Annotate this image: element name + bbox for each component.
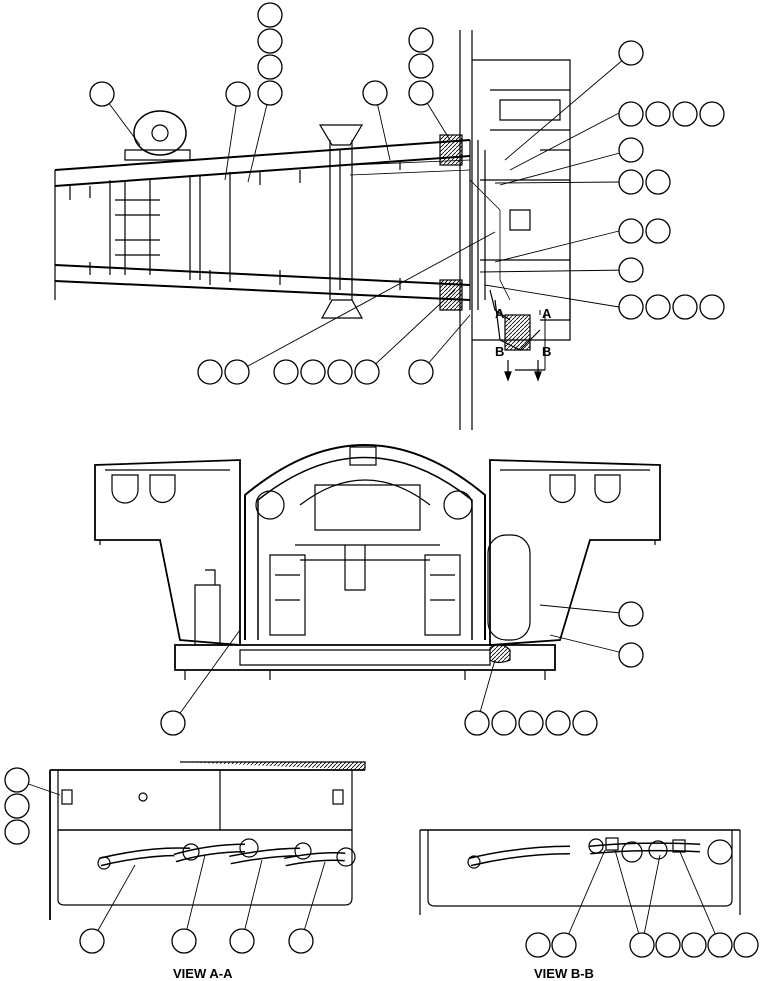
callout-balloon: [518, 710, 544, 736]
rear-view: [94, 444, 661, 680]
callout-balloon: [707, 932, 733, 958]
callout-balloon: [525, 932, 551, 958]
callout-balloon: [229, 928, 255, 954]
callout-balloon: [618, 137, 644, 163]
callout-balloon: [225, 81, 251, 107]
callout-balloon: [618, 169, 644, 195]
callout-balloon: [288, 928, 314, 954]
callout-balloon: [645, 101, 671, 127]
callout-balloon: [733, 932, 759, 958]
callout-balloon: [618, 101, 644, 127]
callout-balloon: [197, 359, 223, 385]
callout-balloons: [4, 2, 759, 958]
callout-balloon: [672, 101, 698, 127]
callout-balloon: [89, 81, 115, 107]
callout-balloon: [572, 710, 598, 736]
section-mark-b-right: B: [542, 344, 551, 359]
callout-balloon: [491, 710, 517, 736]
callout-balloon: [257, 2, 283, 28]
callout-balloon: [681, 932, 707, 958]
callout-balloon: [408, 27, 434, 53]
view-aa: [49, 761, 366, 920]
callout-balloon: [160, 710, 186, 736]
callout-balloon: [408, 80, 434, 106]
callout-balloon: [618, 218, 644, 244]
view-bb: [419, 829, 741, 915]
callout-balloon: [300, 359, 326, 385]
callout-balloon: [257, 28, 283, 54]
callout-balloon: [699, 101, 725, 127]
callout-balloon: [645, 294, 671, 320]
section-mark-b-left: B: [495, 344, 504, 359]
callout-balloon: [618, 40, 644, 66]
callout-balloon: [629, 932, 655, 958]
callout-balloon: [257, 80, 283, 106]
callout-balloon: [699, 294, 725, 320]
callout-balloon: [464, 710, 490, 736]
callout-balloon: [618, 642, 644, 668]
callout-balloon: [645, 169, 671, 195]
callout-balloon: [408, 359, 434, 385]
top-view: [54, 30, 571, 430]
leader-lines: [16, 52, 721, 946]
callout-balloon: [551, 932, 577, 958]
callout-balloon: [224, 359, 250, 385]
section-mark-a-left: A: [495, 306, 505, 321]
callout-balloon: [618, 601, 644, 627]
callout-balloon: [4, 767, 30, 793]
callout-balloon: [171, 928, 197, 954]
callout-balloon: [4, 819, 30, 845]
callout-balloon: [354, 359, 380, 385]
view-aa-label: VIEW A-A: [173, 966, 233, 981]
callout-balloon: [672, 294, 698, 320]
callout-balloon: [4, 793, 30, 819]
callout-balloon: [655, 932, 681, 958]
section-mark-a-right: A: [542, 306, 552, 321]
callout-balloon: [618, 257, 644, 283]
callout-balloon: [645, 218, 671, 244]
callout-balloon: [257, 54, 283, 80]
callout-balloon: [618, 294, 644, 320]
callout-balloon: [327, 359, 353, 385]
callout-balloon: [545, 710, 571, 736]
view-bb-label: VIEW B-B: [534, 966, 594, 981]
callout-balloon: [79, 928, 105, 954]
callout-balloon: [362, 80, 388, 106]
callout-balloon: [273, 359, 299, 385]
callout-balloon: [408, 53, 434, 79]
